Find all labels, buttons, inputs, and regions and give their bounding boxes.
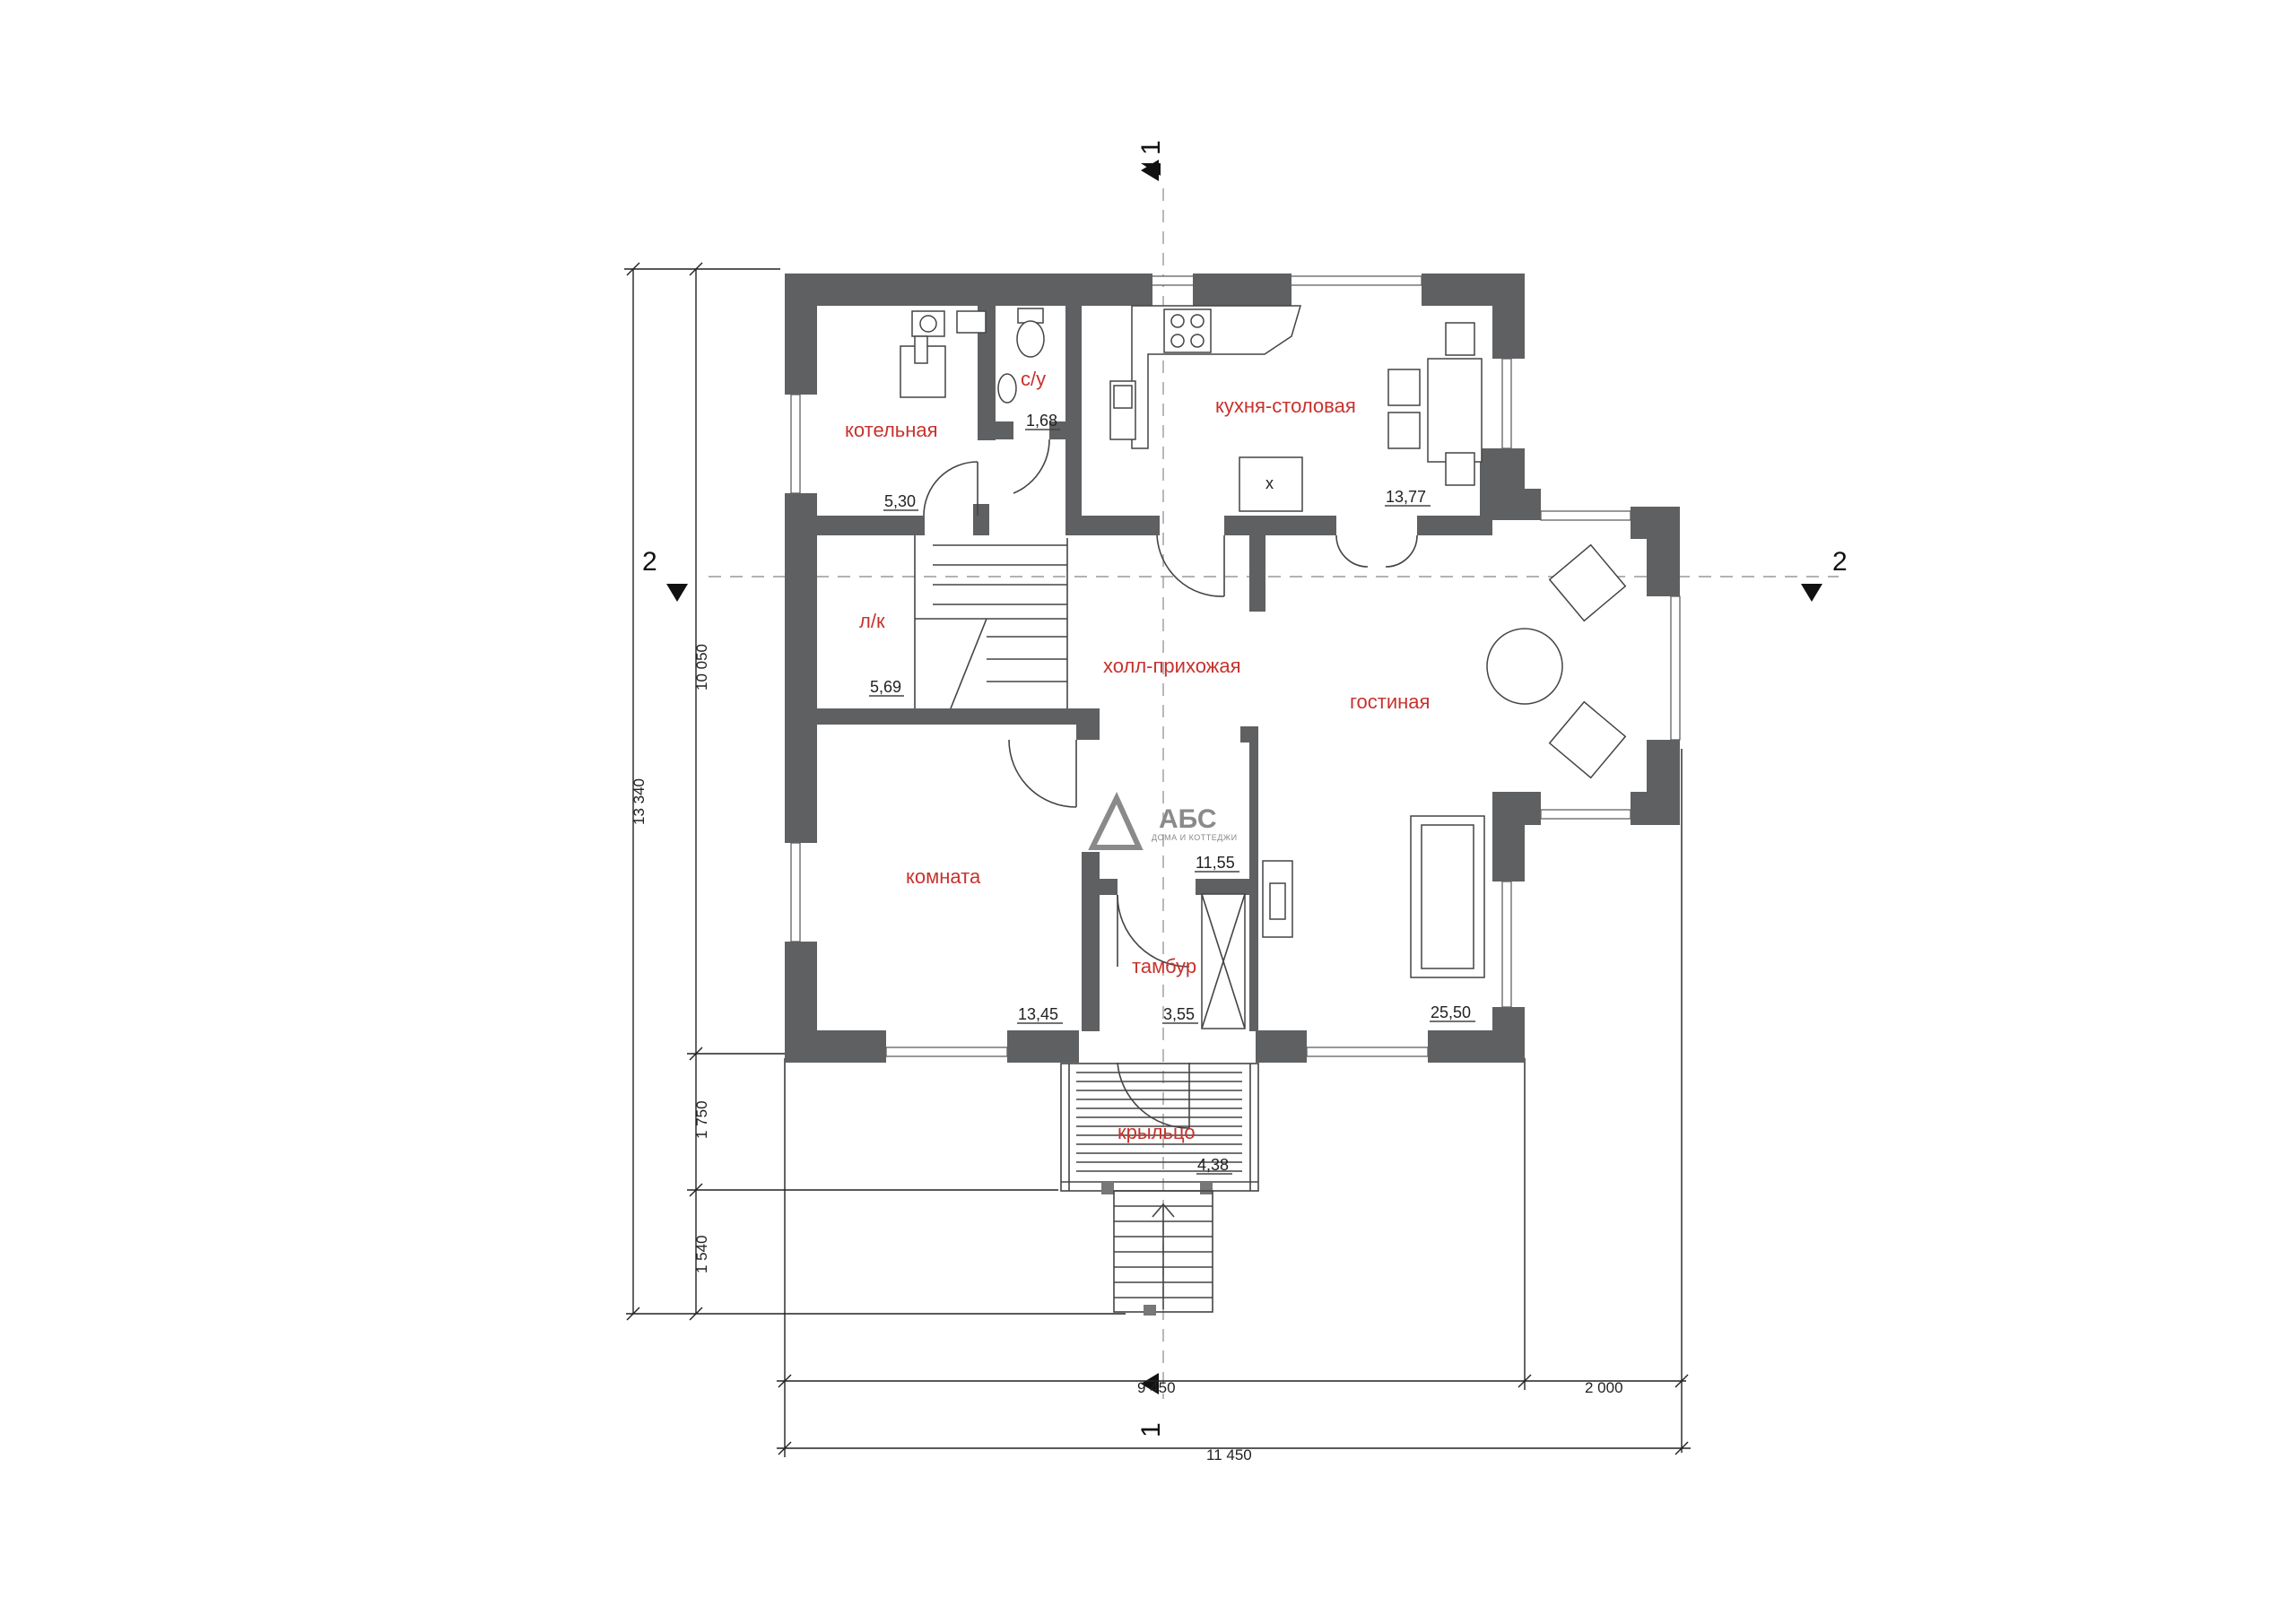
section-1-bottom-label: 1	[1136, 1422, 1166, 1437]
room-label-wc: с/у	[1021, 368, 1046, 390]
entry-stairs	[1113, 1190, 1213, 1316]
room-label-kitchen: кухня-столовая	[1215, 395, 1356, 417]
section-marker-2-left: 2	[642, 547, 688, 602]
walls	[785, 274, 1680, 1063]
section-2-left-label: 2	[642, 547, 657, 577]
room-area-bedroom: 13,45	[1018, 1005, 1058, 1023]
porch	[1060, 1063, 1259, 1194]
dim-bay-width: 2 000	[1585, 1379, 1623, 1396]
dim-porch-depth: 1 750	[693, 1100, 710, 1139]
room-label-boiler: котельная	[845, 419, 938, 441]
section-2-right-label: 2	[1832, 547, 1848, 577]
wc-fixtures	[997, 308, 1045, 404]
dim-main-height: 10 050	[693, 644, 710, 690]
dimension-lines	[624, 262, 1691, 1457]
dim-stairs-depth: 1 540	[693, 1235, 710, 1273]
room-label-living: гостиная	[1350, 690, 1430, 713]
dim-total-height: 13 340	[631, 778, 648, 825]
room-area-porch: 4,38	[1197, 1156, 1229, 1174]
wardrobe	[1201, 893, 1246, 1029]
room-area-storage: 5,69	[870, 678, 901, 696]
dim-total-width: 11 450	[1206, 1446, 1252, 1463]
doors	[923, 439, 1418, 1129]
section-marker-1-top: 1	[1136, 140, 1166, 181]
section-1-top-label: 1	[1136, 140, 1166, 155]
kitchen-fixtures: x	[1109, 305, 1303, 512]
section-marker-2-right: 2	[1801, 547, 1848, 602]
kitchen-island-mark: x	[1265, 474, 1274, 492]
room-label-hall: холл-прихожая	[1103, 655, 1241, 677]
living-furniture	[1262, 543, 1627, 978]
logo-name: АБС	[1159, 804, 1217, 834]
room-label-vestibule: тамбур	[1132, 955, 1196, 977]
room-area-boiler: 5,30	[884, 492, 916, 510]
section-marker-1-bottom: 1	[1136, 1373, 1166, 1437]
internal-stairs	[914, 535, 1068, 709]
boiler-fixtures	[900, 310, 987, 398]
dining-set	[1387, 322, 1483, 486]
room-label-bedroom: комната	[906, 865, 981, 888]
room-area-vestibule: 3,55	[1163, 1005, 1195, 1023]
room-label-porch: крыльцо	[1118, 1121, 1196, 1143]
room-label-storage: л/к	[859, 610, 885, 632]
room-area-living: 25,50	[1431, 1003, 1471, 1021]
logo-tagline: ДОМА И КОТТЕДЖИ	[1152, 833, 1238, 842]
room-area-kitchen: 13,77	[1386, 488, 1426, 506]
section-axes	[709, 188, 1839, 1399]
room-area-hall: 11,55	[1196, 854, 1235, 872]
abs-logo: АБС ДОМА И КОТТЕДЖИ	[1088, 791, 1238, 850]
room-area-wc: 1,68	[1026, 412, 1057, 430]
dim-main-width: 9 450	[1137, 1379, 1176, 1396]
